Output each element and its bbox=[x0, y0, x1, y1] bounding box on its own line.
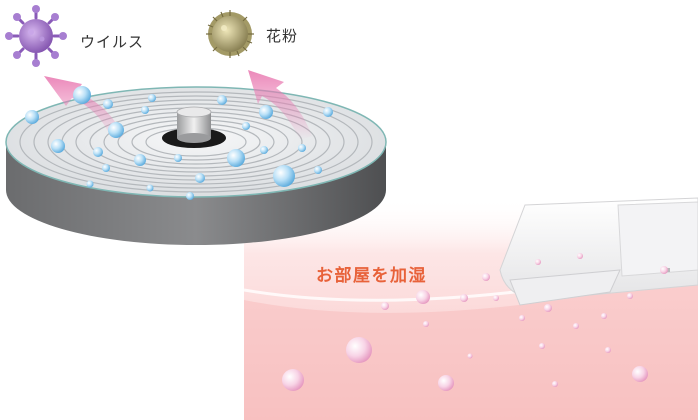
room-humidify-label: お部屋を加湿 bbox=[316, 266, 427, 286]
air-conditioner-unit bbox=[499, 197, 698, 306]
virus-icon bbox=[5, 5, 67, 67]
arrow-right bbox=[248, 70, 312, 140]
moisture-bubbles bbox=[282, 253, 668, 391]
virus-label: ウイルス bbox=[80, 33, 145, 51]
water-droplets bbox=[25, 86, 333, 200]
pollen-label: 花粉 bbox=[266, 27, 299, 45]
arrow-left bbox=[44, 76, 124, 140]
pollen-icon bbox=[206, 10, 254, 58]
